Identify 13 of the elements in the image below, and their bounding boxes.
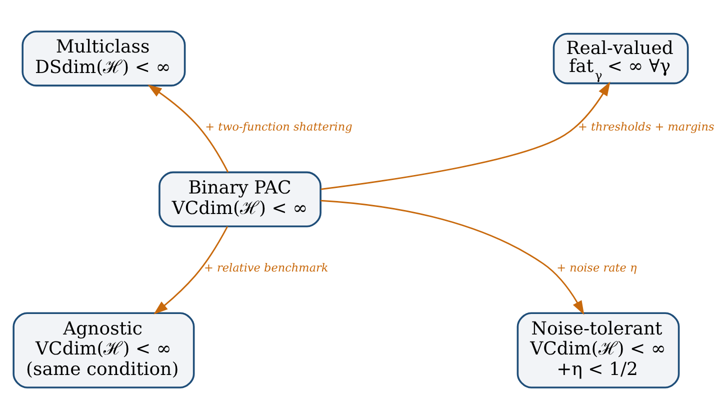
edge-label: + two-function shattering: [204, 120, 352, 134]
arrow: [153, 226, 228, 314]
node-box: Real-valued fat$_{γ}$ < ∞ ∀γ: [552, 32, 688, 84]
arrow: [320, 82, 610, 190]
node-box: Noise-tolerant VCdim(ℋ) < ∞ +η < 1/2: [516, 312, 680, 388]
edge-label: + thresholds + margins: [577, 120, 714, 134]
node-box: Agnostic VCdim(ℋ) < ∞ (same condition): [12, 312, 194, 388]
arrow: [147, 84, 228, 173]
arrow: [320, 200, 584, 315]
node-box: Multiclass DSdim(ℋ) < ∞: [21, 30, 186, 86]
edge-label: + noise rate η: [556, 261, 636, 274]
node-box: Binary PAC VCdim(ℋ) < ∞: [158, 171, 321, 228]
edge-label: + relative benchmark: [203, 261, 328, 274]
